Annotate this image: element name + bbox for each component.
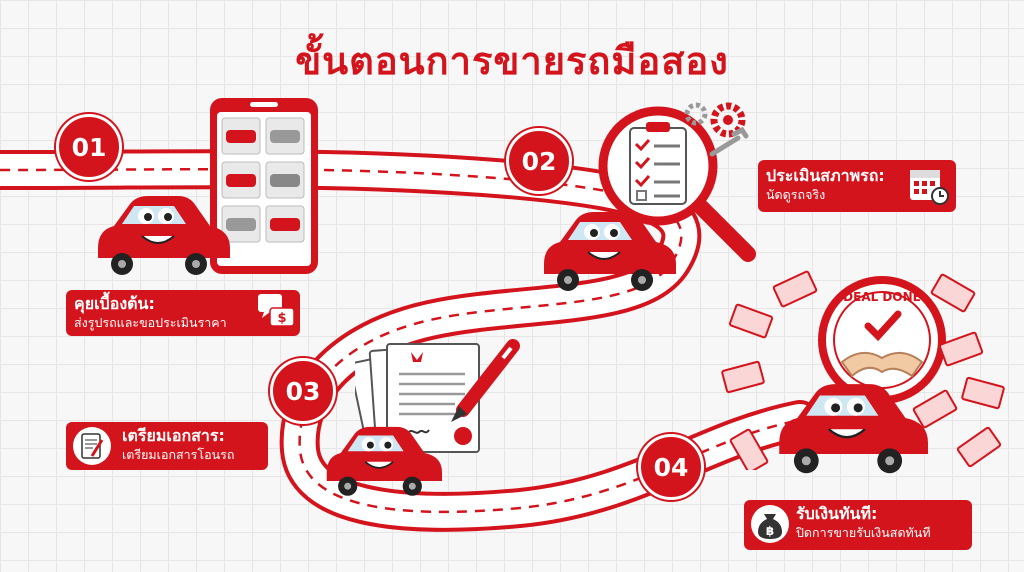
smartphone-icon — [208, 96, 320, 276]
step-number-3: 03 — [270, 358, 336, 424]
car-mascot-icon — [534, 206, 676, 294]
step-number-1: 01 — [56, 114, 122, 180]
chat-dollar-icon: $ — [256, 292, 296, 332]
gears-icon — [682, 98, 752, 168]
money-bag-icon: ฿ — [750, 504, 790, 544]
step-subtitle-2: นัดดูรถจริง — [766, 187, 826, 202]
step-subtitle-3: เตรียมเอกสารโอนรถ — [122, 447, 235, 462]
step-number-2: 02 — [506, 128, 572, 194]
step-title-4: รับเงินทันที: — [796, 504, 878, 523]
svg-text:฿: ฿ — [766, 524, 774, 538]
document-contract-icon — [355, 340, 495, 460]
deal-done-text: DEAL DONE — [843, 290, 921, 304]
step-title-1: คุยเบื้องต้น: — [74, 294, 155, 313]
magnifier-checklist-icon — [598, 106, 768, 266]
pen-icon — [445, 336, 525, 426]
page-title: ขั้นตอนการขายรถมือสอง — [295, 39, 729, 83]
step-title-2: ประเมินสภาพรถ: — [766, 166, 885, 185]
svg-text:$: $ — [277, 311, 286, 326]
document-icon — [72, 426, 112, 466]
car-mascot-icon — [88, 192, 230, 276]
car-mascot-icon — [318, 422, 442, 498]
calendar-clock-icon — [908, 166, 950, 206]
banknote-icon — [720, 270, 1010, 470]
step-title-3: เตรียมเอกสาร: — [122, 426, 225, 445]
step-card-2: ประเมินสภาพรถ: นัดดูรถจริง — [758, 160, 956, 212]
step-subtitle-4: ปิดการขายรับเงินสดทันที — [796, 525, 931, 540]
step-subtitle-1: ส่งรูปรถและขอประเมินราคา — [74, 315, 227, 330]
car-mascot-icon — [768, 378, 928, 476]
step-number-4: 04 — [638, 434, 704, 500]
